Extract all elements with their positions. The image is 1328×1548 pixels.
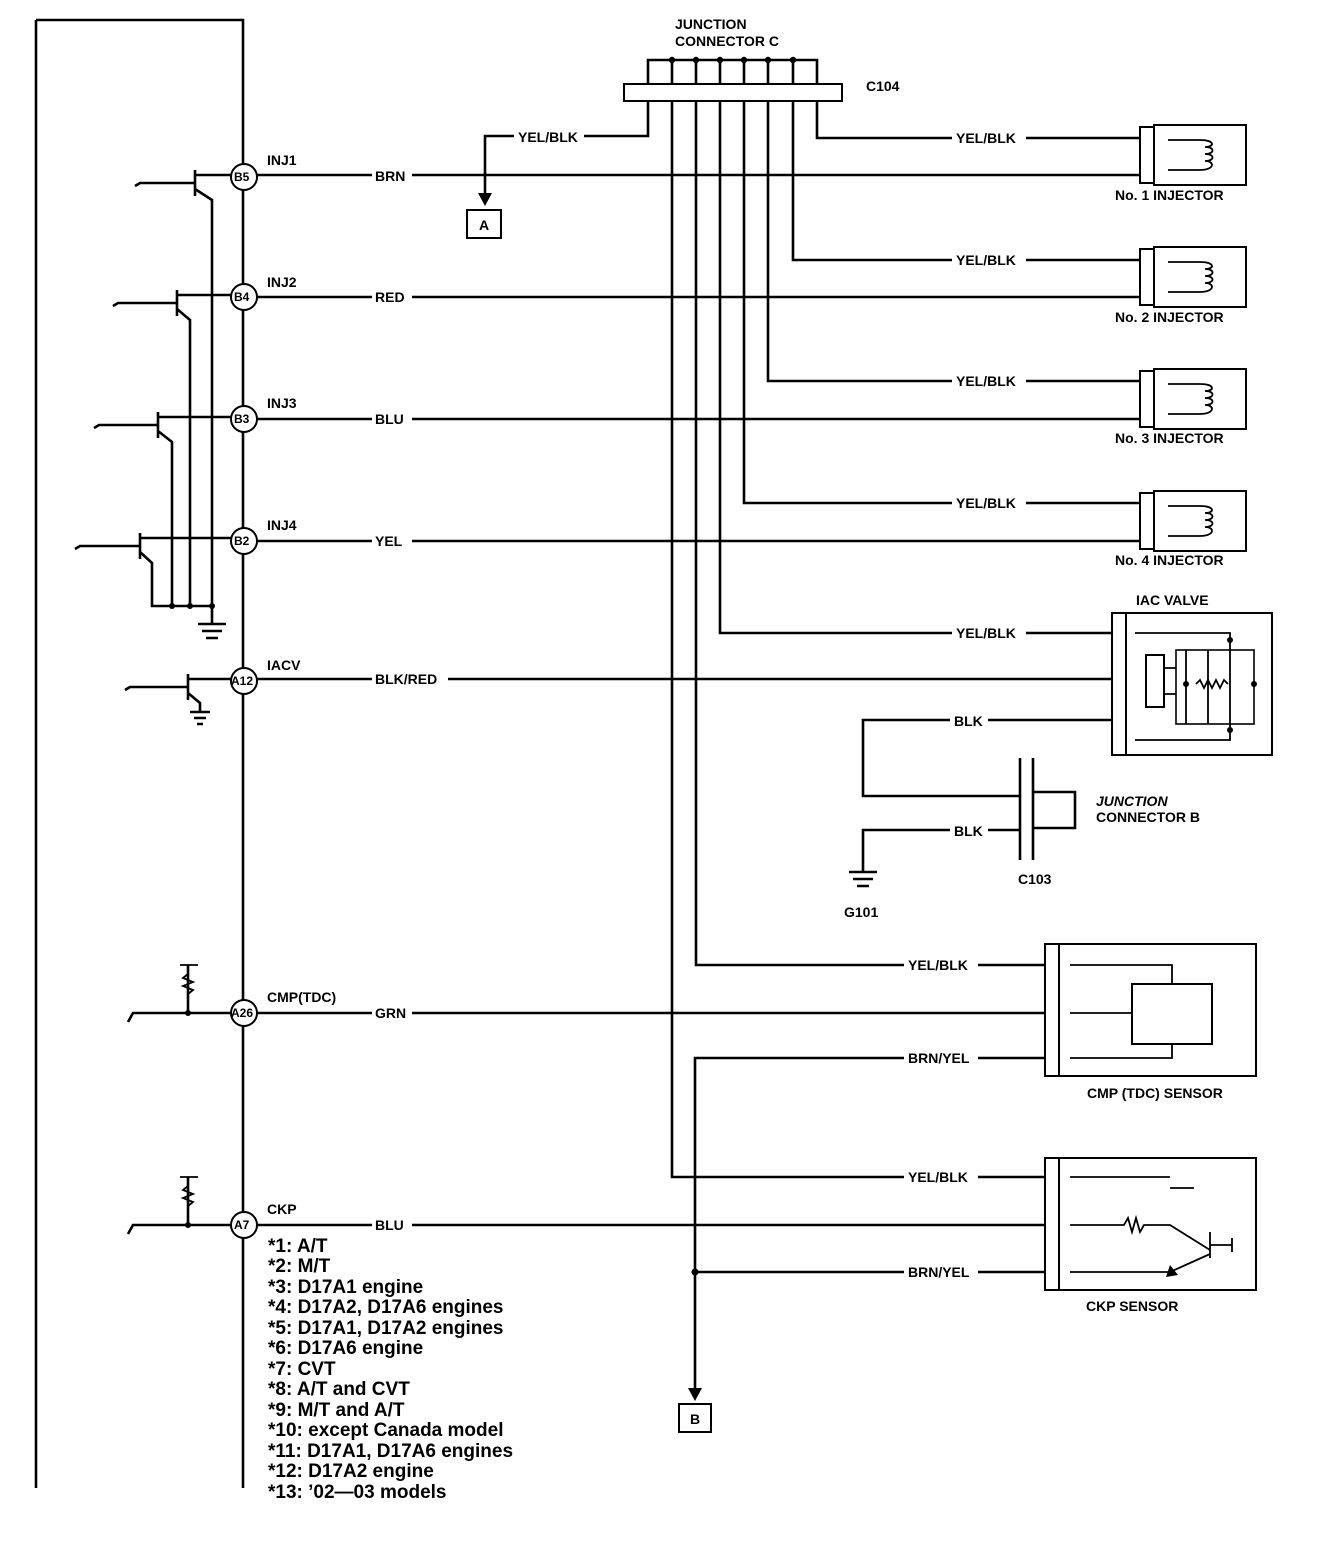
svg-text:BLK: BLK: [954, 823, 983, 839]
svg-text:B4: B4: [234, 290, 250, 304]
svg-text:No. 3 INJECTOR: No. 3 INJECTOR: [1115, 430, 1224, 446]
svg-text:*1: A/T: *1: A/T: [268, 1236, 328, 1257]
svg-text:C103: C103: [1018, 871, 1052, 887]
iac-ground: BLK BLK G101: [844, 712, 1112, 920]
footnotes: *1: A/T *2: M/T *3: D17A1 engine *4: D17…: [268, 1236, 513, 1503]
inj2-circuit: [112, 290, 1140, 608]
pin-a7: [230, 1211, 258, 1239]
svg-text:BRN: BRN: [375, 168, 405, 184]
svg-text:YEL/BLK: YEL/BLK: [908, 1169, 968, 1185]
pin-a26: [230, 999, 258, 1027]
svg-text:YEL/BLK: YEL/BLK: [956, 130, 1016, 146]
signal-names: INJ1 INJ2 INJ3 INJ4 IACV CMP(TDC) CKP: [267, 152, 336, 1217]
pin-a12: [230, 667, 258, 695]
svg-text:*4: D17A2, D17A6 engines: *4: D17A2, D17A6 engines: [268, 1297, 504, 1318]
svg-text:BLU: BLU: [375, 1217, 404, 1233]
injector-1: No. 1 INJECTOR: [1115, 124, 1247, 203]
svg-text:YEL/BLK: YEL/BLK: [956, 252, 1016, 268]
svg-text:INJ4: INJ4: [267, 517, 297, 533]
svg-text:CMP (TDC) SENSOR: CMP (TDC) SENSOR: [1087, 1085, 1223, 1101]
pin-ids: B5 B4 B3 B2 A12 A26 A7: [231, 170, 253, 1232]
ckp-circuit: [126, 1176, 1045, 1235]
ckp-sensor: CKP SENSOR: [1044, 1157, 1257, 1314]
svg-text:JUNCTION: JUNCTION: [1096, 793, 1168, 809]
svg-text:IACV: IACV: [267, 657, 301, 673]
svg-text:*13: ’02—03 models: *13: ’02—03 models: [268, 1482, 446, 1503]
svg-text:BRN/YEL: BRN/YEL: [908, 1264, 970, 1280]
svg-text:INJ1: INJ1: [267, 152, 297, 168]
svg-text:YEL/BLK: YEL/BLK: [956, 495, 1016, 511]
svg-text:No. 4 INJECTOR: No. 4 INJECTOR: [1115, 552, 1224, 568]
pin-b2: [230, 527, 258, 555]
svg-text:BLK/RED: BLK/RED: [375, 671, 437, 687]
junction-connector-b: JUNCTION CONNECTOR B C103: [1018, 758, 1200, 887]
svg-text:*2: M/T: *2: M/T: [268, 1256, 331, 1277]
svg-text:A26: A26: [231, 1006, 253, 1020]
svg-text:*5: D17A1, D17A2 engines: *5: D17A1, D17A2 engines: [268, 1318, 504, 1339]
injector-3: No. 3 INJECTOR: [1115, 368, 1247, 446]
svg-text:BRN/YEL: BRN/YEL: [908, 1050, 970, 1066]
svg-text:B: B: [690, 1411, 700, 1427]
injector-4: No. 4 INJECTOR: [1115, 490, 1247, 568]
svg-text:*8: A/T and CVT: *8: A/T and CVT: [268, 1379, 410, 1400]
cmp-circuit: [126, 964, 1045, 1023]
svg-text:RED: RED: [375, 289, 405, 305]
svg-text:*3: D17A1 engine: *3: D17A1 engine: [268, 1277, 423, 1298]
svg-text:No. 2 INJECTOR: No. 2 INJECTOR: [1115, 309, 1224, 325]
cmp-sensor: CMP (TDC) SENSOR: [1044, 943, 1257, 1101]
off-page-b: [678, 1403, 712, 1433]
off-page-a: [466, 209, 502, 239]
svg-text:A: A: [479, 217, 489, 233]
svg-text:*11: D17A1, D17A6 engines: *11: D17A1, D17A6 engines: [268, 1441, 513, 1462]
ecm-body: [34, 18, 245, 1488]
svg-text:CKP: CKP: [267, 1201, 297, 1217]
svg-text:YEL/BLK: YEL/BLK: [908, 957, 968, 973]
pin-b3: [230, 405, 258, 433]
svg-text:A7: A7: [234, 1218, 250, 1232]
svg-text:*6: D17A6 engine: *6: D17A6 engine: [268, 1338, 423, 1359]
pin-circles: [230, 163, 258, 1239]
svg-text:GRN: GRN: [375, 1005, 406, 1021]
injector-2: No. 2 INJECTOR: [1115, 246, 1247, 325]
svg-text:*9: M/T and A/T: *9: M/T and A/T: [268, 1400, 405, 1421]
svg-text:*12: D17A2 engine: *12: D17A2 engine: [268, 1461, 434, 1482]
yel-blk-labels: YEL/BLK YEL/BLK YEL/BLK YEL/BLK YEL/BLK …: [904, 130, 1026, 1185]
svg-text:CONNECTOR B: CONNECTOR B: [1096, 809, 1200, 825]
svg-text:No. 1 INJECTOR: No. 1 INJECTOR: [1115, 187, 1224, 203]
iac-valve: IAC VALVE: [1111, 592, 1273, 756]
brn-yel-circuit: B BRN/YEL BRN/YEL: [678, 1050, 1045, 1433]
wire-label-a: YEL/BLK: [518, 129, 578, 145]
svg-text:*10: except Canada model: *10: except Canada model: [268, 1420, 503, 1441]
svg-text:C104: C104: [866, 78, 900, 94]
svg-text:YEL: YEL: [375, 533, 403, 549]
svg-text:YEL/BLK: YEL/BLK: [956, 625, 1016, 641]
svg-text:BLU: BLU: [375, 411, 404, 427]
svg-text:CONNECTOR C: CONNECTOR C: [675, 33, 779, 49]
svg-text:A12: A12: [231, 674, 253, 688]
svg-text:YEL/BLK: YEL/BLK: [956, 373, 1016, 389]
svg-text:G101: G101: [844, 904, 878, 920]
svg-text:B3: B3: [234, 412, 250, 426]
svg-text:INJ2: INJ2: [267, 274, 297, 290]
svg-text:INJ3: INJ3: [267, 395, 297, 411]
pin-b5: [230, 163, 258, 191]
svg-text:CMP(TDC): CMP(TDC): [267, 989, 336, 1005]
pin-b4: [230, 283, 258, 311]
svg-text:B5: B5: [234, 170, 250, 184]
svg-text:JUNCTION: JUNCTION: [675, 16, 747, 32]
svg-text:B2: B2: [234, 534, 250, 548]
svg-text:CKP SENSOR: CKP SENSOR: [1086, 1298, 1178, 1314]
svg-text:IAC VALVE: IAC VALVE: [1136, 592, 1209, 608]
svg-text:*7: CVT: *7: CVT: [268, 1359, 336, 1380]
ecm-wire-colors: BRN RED BLU YEL BLK/RED GRN BLU: [372, 168, 448, 1234]
svg-text:BLK: BLK: [954, 713, 983, 729]
